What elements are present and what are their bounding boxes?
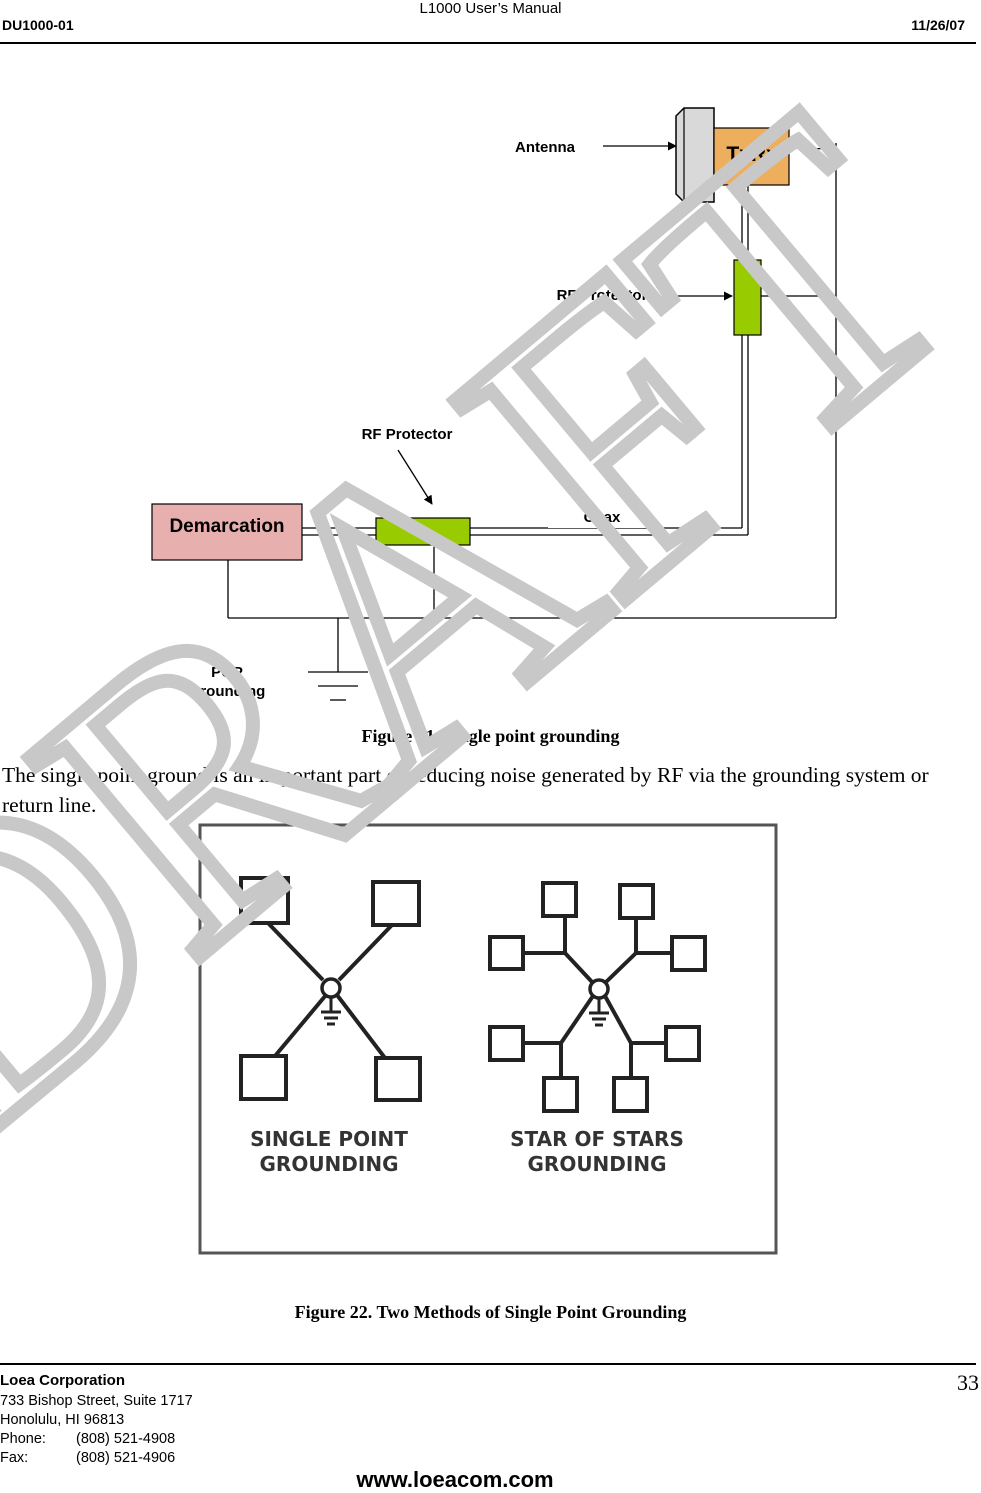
star-of-stars-grounding-icon bbox=[488, 881, 707, 1113]
document-date: 11/26/07 bbox=[911, 17, 965, 33]
star-of-stars-label-line1: STAR OF STARS bbox=[510, 1127, 684, 1151]
fax-line: Fax: (808) 521-4906 bbox=[0, 1450, 175, 1466]
figure-21-caption: Figure 21. Single point grounding bbox=[361, 726, 620, 746]
manual-title: L1000 User’s Manual bbox=[419, 0, 562, 17]
page-number: 33 bbox=[957, 1370, 979, 1395]
single-point-label-line1: SINGLE POINT bbox=[250, 1127, 408, 1151]
header-rule bbox=[0, 42, 976, 44]
body-paragraph: The single point ground is an important … bbox=[2, 763, 929, 817]
single-point-label-line2: GROUNDING bbox=[260, 1152, 399, 1176]
ground-symbol-icon bbox=[308, 671, 368, 701]
coax-label: Coax bbox=[584, 509, 621, 526]
single-point-grounding-icon bbox=[239, 876, 422, 1102]
footer-rule bbox=[0, 1363, 976, 1365]
address-line-2: Honolulu, HI 96813 bbox=[0, 1412, 125, 1428]
demarcation-box bbox=[151, 503, 303, 561]
antenna-label: Antenna bbox=[515, 139, 576, 156]
rf-protector-bottom bbox=[375, 517, 471, 546]
two-methods-grounding-figure: SINGLE POINT GROUNDING STAR OF STARS GRO… bbox=[198, 823, 778, 1255]
pop-grounding-label-line2: Grounding bbox=[189, 683, 266, 700]
website-link[interactable]: www.loeacom.com bbox=[356, 1467, 554, 1492]
address-line-1: 733 Bishop Street, Suite 1717 bbox=[0, 1393, 193, 1409]
phone-number: (808) 521-4908 bbox=[76, 1431, 176, 1447]
single-point-grounding-diagram: TxRx Antenna RF Protector Demarcation RF… bbox=[151, 107, 837, 701]
antenna-icon bbox=[675, 107, 715, 203]
fax-label: Fax: bbox=[0, 1450, 29, 1466]
rf-protector-bottom-arrow bbox=[397, 449, 433, 505]
phone-label: Phone: bbox=[0, 1431, 46, 1447]
pop-grounding-label-line1: POP bbox=[211, 664, 243, 681]
rf-protector-top bbox=[733, 259, 762, 336]
demarcation-label: Demarcation bbox=[169, 516, 284, 537]
txrx-box bbox=[713, 127, 790, 186]
phone-line: Phone: (808) 521-4908 bbox=[0, 1431, 175, 1447]
fax-number: (808) 521-4906 bbox=[76, 1450, 176, 1466]
rf-protector-top-label: RF Protector bbox=[557, 287, 648, 304]
document-id: DU1000-01 bbox=[2, 17, 74, 33]
star-of-stars-label-line2: GROUNDING bbox=[528, 1152, 667, 1176]
figure-22-caption: Figure 22. Two Methods of Single Point G… bbox=[294, 1302, 687, 1322]
company-name: Loea Corporation bbox=[0, 1372, 126, 1389]
txrx-label: TxRx bbox=[726, 143, 778, 166]
rf-protector-bottom-label: RF Protector bbox=[362, 426, 453, 443]
